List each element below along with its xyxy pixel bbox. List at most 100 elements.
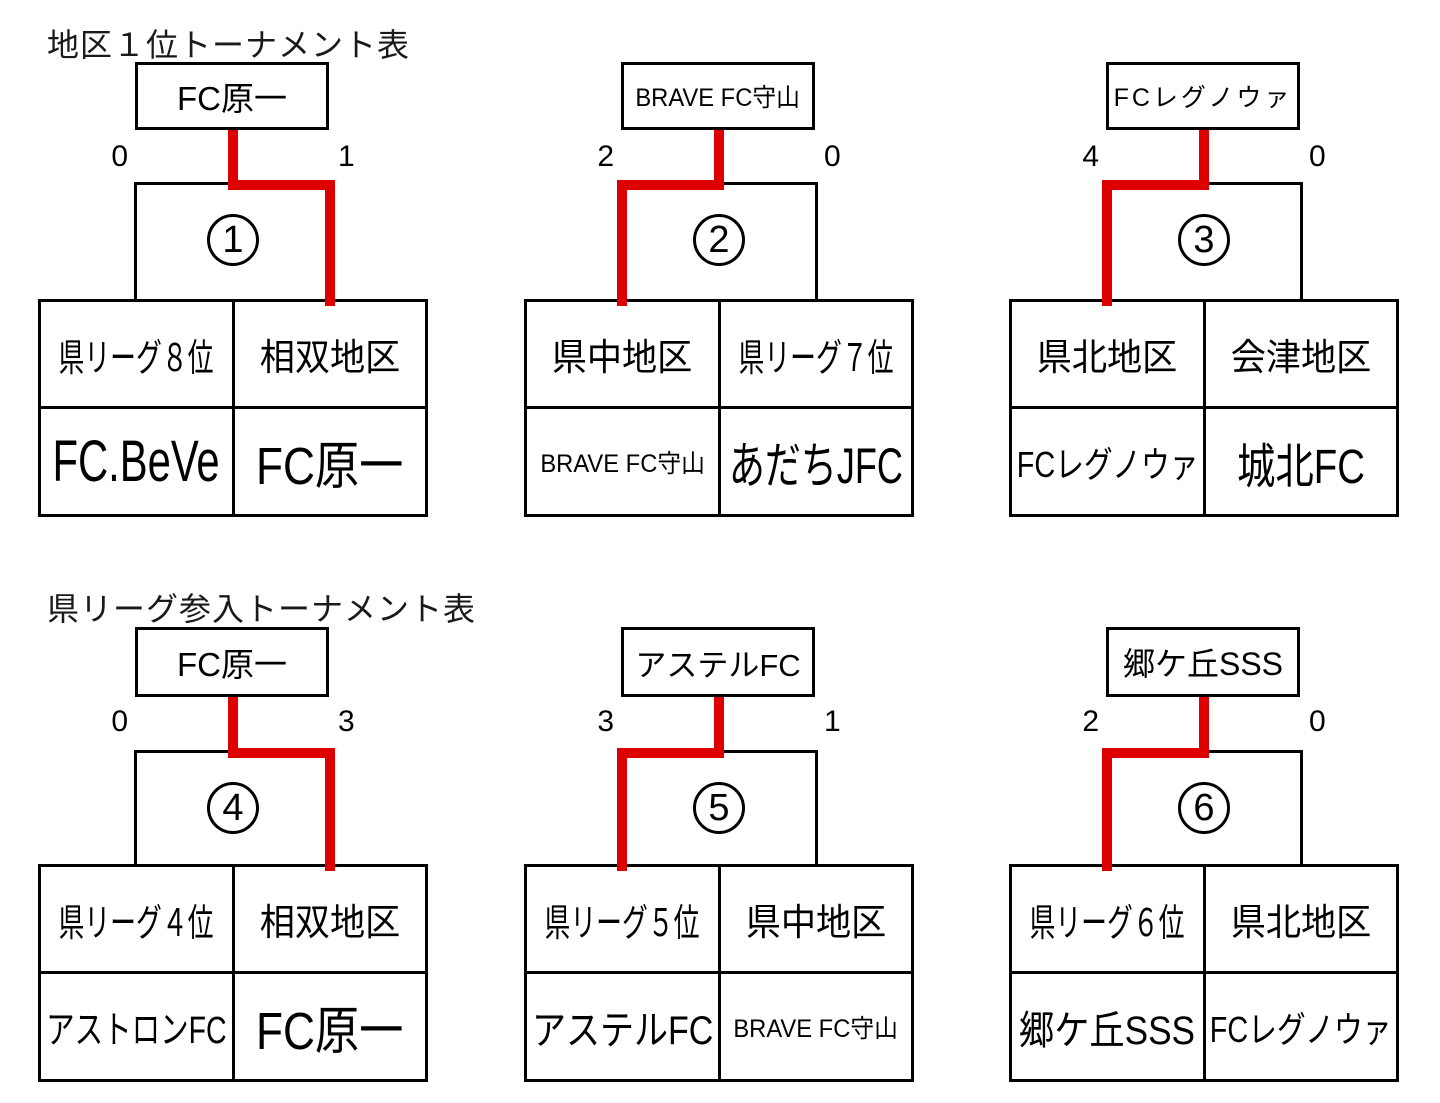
bracket-right-line (815, 182, 818, 299)
winner-path-drop (617, 748, 627, 871)
right-seed-label: 県北地区 (1230, 902, 1372, 943)
bracket-left-line (134, 750, 137, 864)
winner-path-stem (1199, 122, 1209, 190)
match-number: 6 (1193, 786, 1215, 829)
left-team-cell: アストロンFC (41, 974, 232, 1079)
right-seed-cell: 県リーグ７位 (720, 302, 911, 406)
left-team-cell: FCレグノウァ (1012, 409, 1203, 514)
winner-path-horizontal (617, 748, 724, 758)
left-team-name: BRAVE FC守山 (539, 449, 705, 478)
match-table: 県北地区 会津地区 FCレグノウァ 城北FC (1009, 299, 1399, 517)
left-team-cell: BRAVE FC守山 (527, 409, 718, 514)
bracket-match-2: BRAVE FC守山 2 0 2 県中地区 県リーグ７位 BRAVE FC守山 … (524, 62, 914, 517)
winner-path-horizontal (1102, 180, 1209, 190)
right-team-cell: FC原一 (234, 974, 425, 1079)
match-number-circle: 3 (1178, 214, 1230, 266)
section-title-district-first: 地区１位トーナメント表 (47, 27, 411, 63)
winner-path-horizontal (617, 180, 724, 190)
winner-path-stem (228, 122, 238, 190)
match-number: 4 (222, 786, 244, 829)
winner-box: BRAVE FC守山 (621, 62, 815, 130)
score-right: 3 (338, 705, 355, 738)
winner-team-name: FC原一 (177, 646, 287, 683)
right-seed-label: 相双地区 (259, 902, 401, 943)
score-right: 0 (824, 140, 841, 173)
right-team-name: FC原一 (256, 438, 404, 496)
right-seed-label: 県リーグ７位 (738, 337, 894, 380)
left-team-cell: 郷ケ丘SSS (1012, 974, 1203, 1079)
winner-path-stem (714, 122, 724, 190)
score-left: 0 (111, 140, 128, 173)
left-seed-label: 県リーグ４位 (58, 902, 214, 945)
left-team-name: FCレグノウァ (1016, 443, 1199, 485)
left-team-name: FC.BeVe (52, 429, 220, 494)
winner-path-drop (1102, 748, 1112, 871)
score-right: 1 (338, 140, 355, 173)
match-table: 県リーグ５位 県中地区 アステルFC BRAVE FC守山 (524, 864, 914, 1082)
left-team-name: アストロンFC (46, 1010, 227, 1052)
bracket-left-line (134, 182, 137, 299)
left-seed-cell: 県北地区 (1012, 302, 1203, 406)
score-right: 0 (1309, 705, 1326, 738)
match-number-circle: 1 (207, 214, 259, 266)
bracket-match-5: アステルFC 3 1 5 県リーグ５位 県中地区 アステルFC BRAVE FC… (524, 627, 914, 1082)
left-seed-cell: 県リーグ４位 (41, 867, 232, 971)
score-left: 3 (597, 705, 614, 738)
left-seed-cell: 県リーグ８位 (41, 302, 232, 406)
left-team-name: 郷ケ丘SSS (1019, 1008, 1196, 1053)
right-team-cell: BRAVE FC守山 (720, 974, 911, 1079)
bracket-match-3: FCレグノウァ 4 0 3 県北地区 会津地区 FCレグノウァ 城北FC (1009, 62, 1399, 517)
right-seed-label: 相双地区 (259, 337, 401, 378)
section-title-league-entry: 県リーグ参入トーナメント表 (47, 591, 477, 627)
left-seed-cell: 県中地区 (527, 302, 718, 406)
match-number-circle: 2 (693, 214, 745, 266)
bracket-right-line (815, 750, 818, 864)
score-left: 4 (1082, 140, 1099, 173)
left-team-name: アステルFC (531, 1008, 713, 1053)
match-number-circle: 5 (693, 782, 745, 834)
right-team-name: 城北FC (1236, 440, 1365, 494)
right-team-cell: FC原一 (234, 409, 425, 514)
winner-box: FCレグノウァ (1106, 62, 1300, 130)
match-number: 2 (708, 218, 730, 261)
winner-team-name: アステルFC (635, 647, 801, 683)
left-seed-cell: 県リーグ５位 (527, 867, 718, 971)
right-seed-label: 会津地区 (1230, 337, 1372, 378)
winner-path-drop (617, 180, 627, 306)
match-number: 5 (708, 786, 730, 829)
winner-box: FC原一 (135, 62, 329, 130)
left-seed-label: 県リーグ５位 (544, 902, 700, 945)
right-team-name: BRAVE FC守山 (733, 1014, 898, 1043)
score-left: 2 (597, 140, 614, 173)
winner-path-stem (1199, 687, 1209, 758)
right-team-cell: あだちJFC (720, 409, 911, 514)
right-seed-cell: 会津地区 (1205, 302, 1396, 406)
winner-team-name: 郷ケ丘SSS (1122, 646, 1284, 682)
winner-path-drop (325, 748, 335, 871)
right-seed-cell: 県中地区 (720, 867, 911, 971)
right-team-name: あだちJFC (728, 437, 903, 494)
right-team-cell: FCレグノウァ (1205, 974, 1396, 1079)
score-right: 1 (824, 705, 841, 738)
match-number-circle: 6 (1178, 782, 1230, 834)
left-team-cell: アステルFC (527, 974, 718, 1079)
match-number: 3 (1193, 218, 1215, 261)
right-seed-cell: 県北地区 (1205, 867, 1396, 971)
left-seed-label: 県中地区 (551, 337, 693, 378)
winner-team-name: FCレグノウァ (1113, 84, 1293, 112)
winner-path-stem (714, 687, 724, 758)
right-team-cell: 城北FC (1205, 409, 1396, 514)
score-right: 0 (1309, 140, 1326, 173)
match-number-circle: 4 (207, 782, 259, 834)
match-table: 県リーグ８位 相双地区 FC.BeVe FC原一 (38, 299, 428, 517)
winner-box: FC原一 (135, 627, 329, 697)
winner-box: 郷ケ丘SSS (1106, 627, 1300, 697)
match-table: 県中地区 県リーグ７位 BRAVE FC守山 あだちJFC (524, 299, 914, 517)
bracket-match-4: FC原一 0 3 4 県リーグ４位 相双地区 アストロンFC FC原一 (38, 627, 428, 1082)
left-seed-label: 県北地区 (1036, 337, 1178, 378)
left-team-cell: FC.BeVe (41, 409, 232, 514)
winner-path-horizontal (228, 180, 335, 190)
bracket-right-line (1300, 750, 1303, 864)
winner-path-drop (1102, 180, 1112, 306)
